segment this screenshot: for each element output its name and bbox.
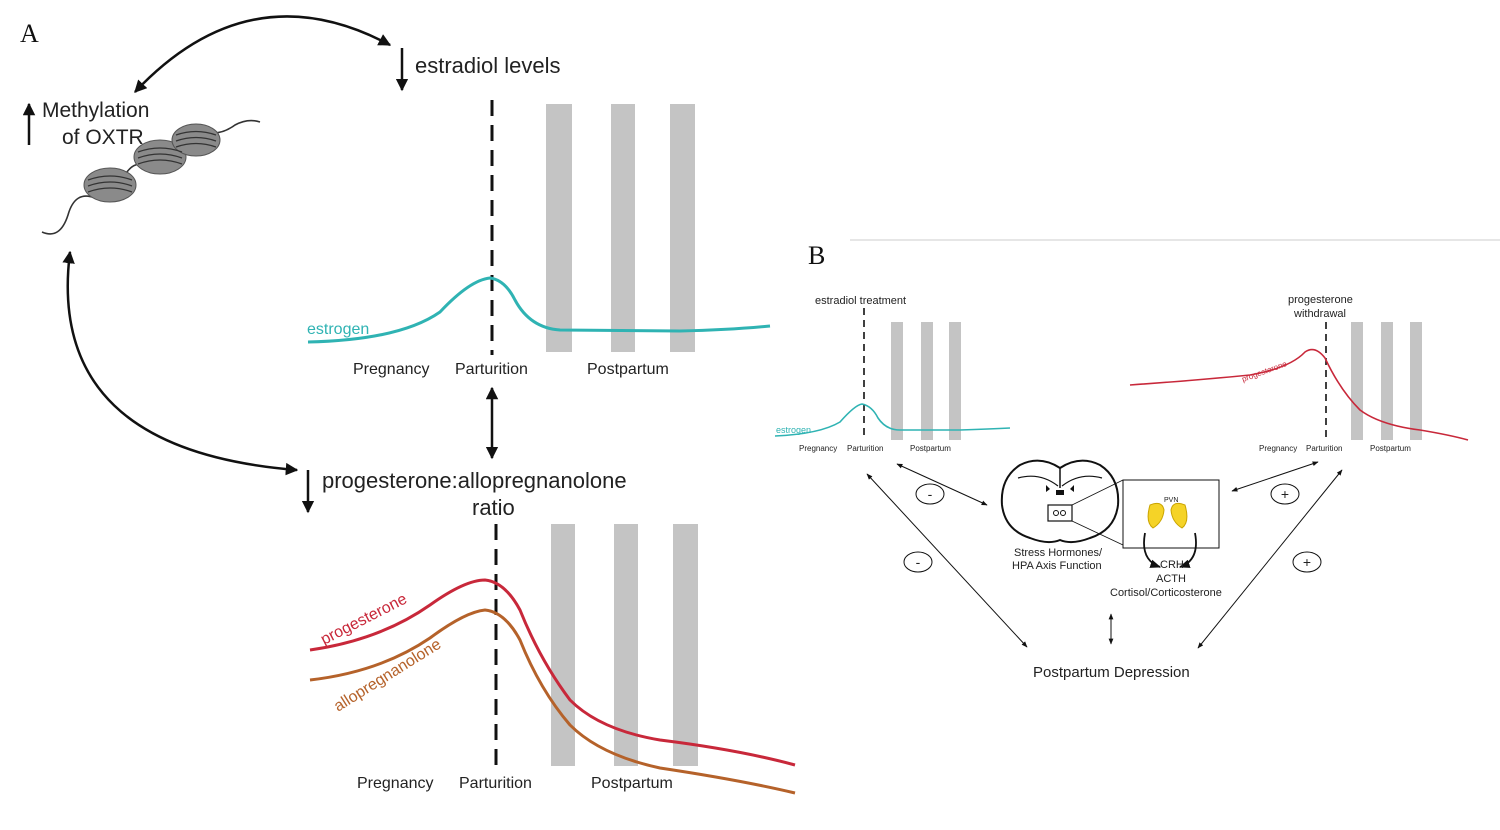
progesterone-withdrawal-label-1: progesterone [1288, 294, 1353, 306]
hpa-arrow-right [1178, 532, 1197, 568]
acth-label: ACTH [1156, 573, 1186, 585]
arrow-estrogen-ppd [866, 473, 1028, 648]
x-label-parturition: Parturition [459, 775, 532, 792]
progesterone-chart-b: progesterone withdrawal progesterone Pre… [1129, 294, 1469, 453]
minus-sign-icon: - [915, 483, 945, 505]
stress-hormones-label-2: HPA Axis Function [1012, 560, 1102, 572]
arrow-progesterone-ppd [1197, 469, 1343, 649]
svg-text:+: + [1281, 486, 1289, 502]
x-label-pregnancy: Pregnancy [353, 361, 430, 378]
x-label-postpartum: Postpartum [910, 444, 951, 453]
brain-coronal-section-icon [1000, 459, 1124, 546]
x-label-parturition: Parturition [847, 444, 883, 453]
pvn-label: PVN [1164, 497, 1178, 504]
svg-text:-: - [916, 554, 921, 570]
curved-arrow-top [134, 15, 392, 93]
postpartum-bar [546, 104, 572, 352]
estrogen-chart-b: estradiol treatment estrogen Pregnancy P… [774, 295, 1011, 453]
ratio-label-1: progesterone:allopregnanolone [322, 468, 627, 493]
cortisol-label: Cortisol/Corticosterone [1110, 587, 1222, 599]
x-label-postpartum: Postpartum [587, 361, 669, 378]
estrogen-series-label: estrogen [307, 321, 369, 338]
x-label-postpartum: Postpartum [591, 775, 673, 792]
postpartum-bar [670, 104, 695, 352]
postpartum-bar [921, 322, 933, 440]
progesterone-curve [309, 578, 796, 767]
pvn-left-icon [1147, 502, 1165, 529]
postpartum-bar [614, 524, 638, 766]
progesterone-curve [1129, 348, 1469, 441]
postpartum-bar [949, 322, 961, 440]
progesterone-chart-a: progesterone allopregnanolone Pregnancy … [309, 524, 796, 795]
crh-label: CRH [1160, 559, 1184, 571]
x-label-parturition: Parturition [1306, 444, 1342, 453]
methylation-label-1: Methylation [42, 99, 149, 122]
x-label-pregnancy: Pregnancy [1259, 444, 1297, 453]
allopregnanolone-series-label: allopregnanolone [331, 636, 444, 716]
postpartum-bar [1381, 322, 1393, 440]
svg-text:+: + [1303, 554, 1311, 570]
x-label-parturition: Parturition [455, 361, 528, 378]
estradiol-label: estradiol levels [415, 53, 561, 78]
allopregnanolone-curve [309, 608, 796, 795]
hpa-arrow-left [1143, 532, 1162, 568]
panel-a-label: A [20, 19, 39, 48]
progesterone-withdrawal-label-2: withdrawal [1293, 308, 1346, 320]
stress-hormones-label-1: Stress Hormones/ [1014, 547, 1103, 559]
pvn-inset-box [1122, 479, 1220, 549]
dna-strand-icon [41, 119, 261, 235]
svg-text:-: - [928, 486, 933, 502]
estrogen-curve [774, 403, 1011, 437]
postpartum-bar [551, 524, 575, 766]
postpartum-bar [891, 322, 903, 440]
methylation-label-2: of OXTR [62, 126, 144, 149]
plus-sign-icon: + [1292, 551, 1322, 573]
minus-sign-icon: - [903, 551, 933, 573]
pvn-right-icon [1170, 502, 1188, 529]
plus-sign-icon: + [1270, 483, 1300, 505]
estradiol-treatment-label: estradiol treatment [815, 295, 906, 307]
curved-arrow-bottom [62, 250, 299, 476]
postpartum-bar [1410, 322, 1422, 440]
estrogen-series-label: estrogen [776, 425, 811, 435]
estrogen-chart-a: estrogen Pregnancy Parturition Postpartu… [307, 100, 771, 378]
postpartum-depression-label: Postpartum Depression [1033, 664, 1190, 681]
progesterone-series-label: progesterone [318, 591, 410, 649]
postpartum-bar [611, 104, 635, 352]
ratio-label-2: ratio [472, 495, 515, 520]
estrogen-curve [307, 276, 771, 344]
progesterone-series-label: progesterone [1241, 359, 1289, 384]
postpartum-bar [1351, 322, 1363, 440]
x-label-pregnancy: Pregnancy [799, 444, 837, 453]
panel-b-label: B [808, 241, 825, 270]
x-label-postpartum: Postpartum [1370, 444, 1411, 453]
postpartum-bar [673, 524, 698, 766]
x-label-pregnancy: Pregnancy [357, 775, 434, 792]
